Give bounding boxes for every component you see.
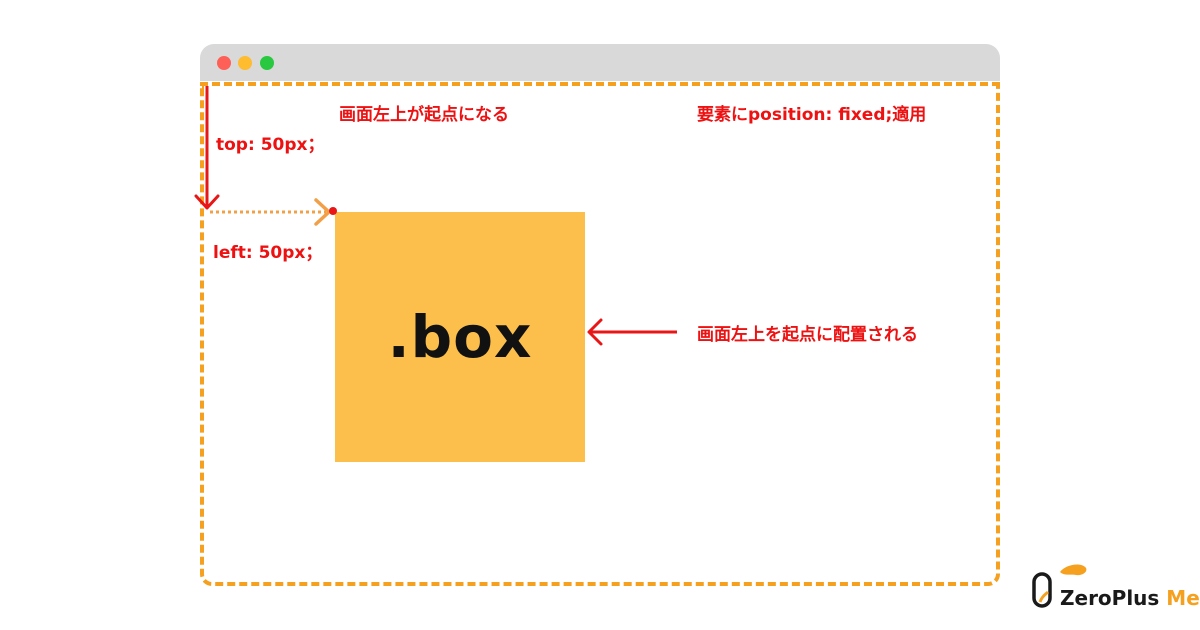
pointer-arrow — [587, 318, 677, 346]
box-label: .box — [387, 303, 533, 371]
close-window-dot[interactable] — [217, 56, 231, 70]
brand-name-media: Media — [1166, 586, 1200, 610]
fixed-box: .box — [335, 212, 585, 462]
minimize-window-dot[interactable] — [238, 56, 252, 70]
left-offset-arrow — [210, 198, 331, 226]
maximize-window-dot[interactable] — [260, 56, 274, 70]
label-left-property: left: 50px； — [213, 243, 323, 263]
label-top-origin: 画面左上が起点になる — [339, 105, 509, 125]
label-position-fixed-applied: 要素にposition: fixed;適用 — [697, 105, 927, 125]
label-placed-from-origin: 画面左上を起点に配置される — [697, 325, 918, 345]
viewport-dashed-border — [200, 82, 1000, 586]
zeroplus-logo-icon — [1032, 564, 1087, 608]
origin-point — [329, 207, 337, 215]
top-offset-arrow — [194, 86, 220, 210]
window-titlebar — [200, 44, 1000, 81]
label-top-property: top: 50px； — [216, 135, 325, 155]
brand-name-zeroplus: ZeroPlus — [1060, 586, 1160, 610]
browser-window — [200, 44, 1000, 584]
brand-name: ZeroPlus Media — [1060, 586, 1200, 610]
